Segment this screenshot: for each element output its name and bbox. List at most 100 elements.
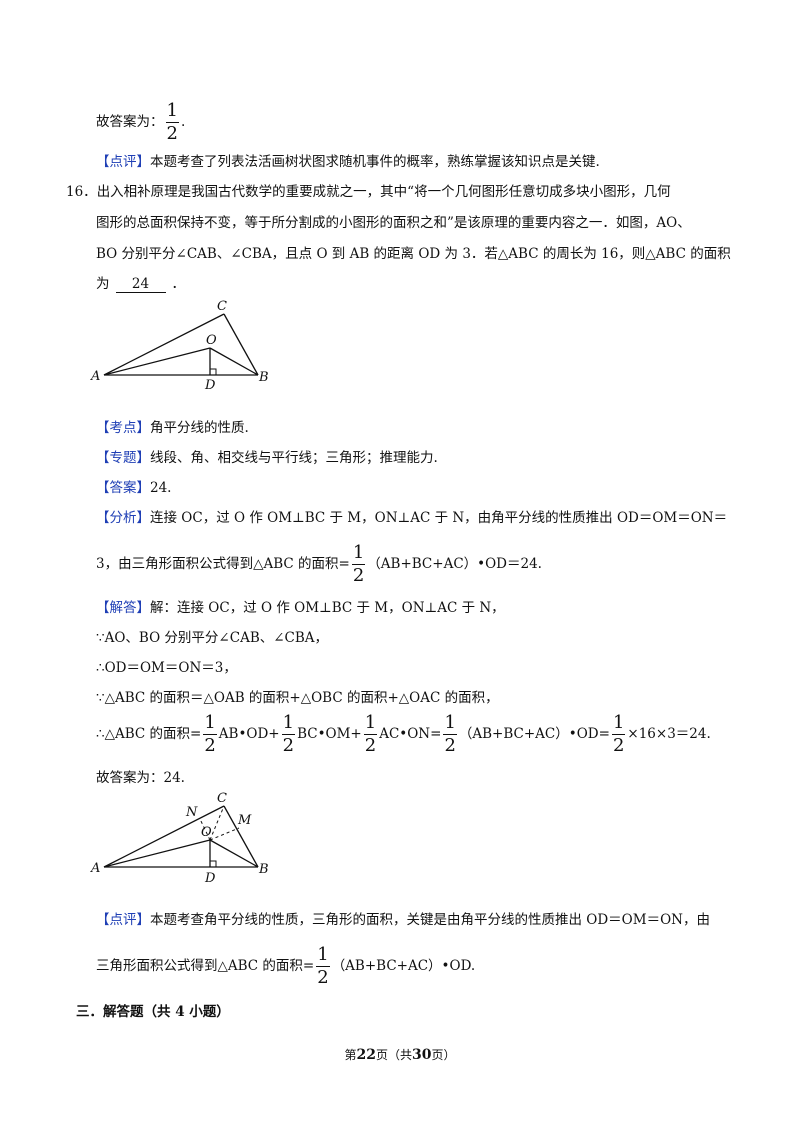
dianping-line-1: 【点评】本题考查角平分线的性质，三角形的面积，关键是由角平分线的性质推出 OD＝… — [96, 908, 710, 928]
jieda-line-3: ∴OD＝OM＝ON＝3， — [96, 660, 237, 676]
footer-text: 页（共 — [375, 1048, 412, 1062]
fraction-num: 1 — [316, 944, 330, 967]
jieda-text: 解：连接 OC，过 O 作 OM⊥BC 于 M，ON⊥AC 于 N， — [150, 600, 505, 616]
segment-oc — [209, 805, 225, 841]
zhuanti-tag: 【专题】 — [96, 450, 150, 466]
fenxi-suffix: （AB+BC+AC）•OD＝24. — [367, 556, 542, 572]
label-a: A — [90, 369, 100, 384]
question-number: 16． — [66, 184, 97, 200]
fraction-den: 2 — [444, 735, 456, 756]
footer-text: 第 — [344, 1048, 357, 1062]
fraction-den: 2 — [364, 735, 377, 756]
jieda-formula-part: ×16×3＝24. — [627, 726, 711, 742]
section-title: 三．解答题（共 4 小题） — [76, 1004, 230, 1020]
fraction-num: 1 — [165, 100, 179, 123]
dianping-prefix: 三角形面积公式得到△ABC 的面积= — [96, 958, 315, 974]
edge-ac — [103, 805, 225, 868]
question-line-1: 16．出入相补原理是我国古代数学的重要成就之一，其中“将一个几何图形任意切成多块… — [66, 180, 671, 200]
label-m: M — [237, 813, 252, 828]
fenxi-line-1: 【分析】连接 OC，过 O 作 OM⊥BC 于 M，ON⊥AC 于 N，由角平分… — [96, 506, 727, 526]
label-b: B — [258, 862, 269, 877]
segment-om — [209, 827, 240, 841]
fenxi-tag: 【分析】 — [96, 510, 150, 526]
right-angle-mark — [210, 368, 217, 375]
label-d: D — [204, 871, 216, 886]
triangle-figure-2: A B C O D N M — [90, 791, 269, 886]
jieda-formula-part: BC•OM+ — [297, 726, 362, 742]
comment-text: 本题考查了列表法活画树状图求随机事件的概率，熟练掌握该知识点是关键. — [150, 154, 600, 170]
bisector-bo — [209, 347, 259, 376]
jieda-formula-part: （AB+BC+AC）•OD= — [458, 726, 610, 742]
fraction-num: 1 — [443, 712, 457, 735]
jieda-line-1: 【解答】解：连接 OC，过 O 作 OM⊥BC 于 M，ON⊥AC 于 N， — [96, 596, 505, 616]
fraction-den: 2 — [352, 565, 365, 586]
segment-on — [199, 818, 211, 841]
fraction-den: 2 — [204, 735, 216, 756]
jieda-formula-part: ∴△ABC 的面积= — [96, 726, 202, 742]
label-a: A — [90, 861, 100, 876]
jieda-line-4: ∵△ABC 的面积＝△OAB 的面积+△OBC 的面积+△OAC 的面积， — [96, 690, 499, 706]
page-total: 30 — [412, 1047, 432, 1063]
fenxi-prefix: 3，由三角形面积公式得到△ABC 的面积= — [96, 556, 350, 572]
question-suffix: ． — [171, 276, 186, 292]
bisector-bo — [209, 839, 259, 868]
question-line-4: 为 24 ． — [96, 272, 185, 293]
kaodian-line: 【考点】角平分线的性质. — [96, 416, 249, 436]
label-c: C — [217, 791, 227, 806]
dianping-text: 本题考查角平分线的性质，三角形的面积，关键是由角平分线的性质推出 OD＝OM＝O… — [150, 912, 710, 928]
zhuanti-text: 线段、角、相交线与平行线；三角形；推理能力. — [150, 450, 438, 466]
jieda-line-2: ∵AO、BO 分别平分∠CAB、∠CBA， — [96, 630, 329, 646]
bisector-ao — [103, 839, 211, 868]
jieda-tag: 【解答】 — [96, 600, 150, 616]
page-footer: 第22页（共30页） — [0, 1046, 800, 1063]
jieda-final: 故答案为：24. — [96, 770, 185, 786]
label-n: N — [185, 805, 198, 820]
footer-text: 页） — [431, 1048, 456, 1062]
label-d: D — [204, 378, 216, 391]
fraction-den: 2 — [317, 967, 329, 988]
dianping-tag: 【点评】 — [96, 912, 150, 928]
daan-tag: 【答案】 — [96, 480, 150, 496]
question-line-2: 图形的总面积保持不变，等于所分割成的小图形的面积之和”是该原理的重要内容之一．如… — [96, 215, 691, 231]
label-b: B — [258, 370, 269, 385]
fraction-den: 2 — [612, 735, 625, 756]
fraction-num: 1 — [611, 712, 626, 735]
edge-bc — [223, 805, 259, 868]
fraction-num: 1 — [351, 542, 366, 565]
fenxi-text: 连接 OC，过 O 作 OM⊥BC 于 M，ON⊥AC 于 N，由角平分线的性质… — [150, 510, 728, 526]
edge-bc — [223, 313, 259, 376]
kaodian-text: 角平分线的性质. — [150, 420, 249, 436]
fraction-den: 2 — [282, 735, 295, 756]
bisector-ao — [103, 347, 211, 376]
question-prefix: 为 — [96, 276, 110, 292]
prev-answer-suffix: . — [180, 114, 186, 130]
zhuanti-line: 【专题】线段、角、相交线与平行线；三角形；推理能力. — [96, 446, 438, 466]
kaodian-tag: 【考点】 — [96, 420, 150, 436]
page-number: 22 — [356, 1047, 376, 1063]
prev-answer-prefix: 故答案为： — [96, 114, 164, 130]
dianping-suffix: （AB+BC+AC）•OD. — [331, 958, 476, 974]
jieda-formula-part: AB•OD+ — [218, 726, 280, 742]
daan-text: 24. — [150, 480, 172, 496]
prev-comment: 【点评】本题考查了列表法活画树状图求随机事件的概率，熟练掌握该知识点是关键. — [96, 150, 600, 170]
answer-blank: 24 — [115, 276, 166, 293]
label-o: O — [206, 333, 217, 348]
fraction-den: 2 — [166, 123, 178, 144]
triangle-figure-1: A B C O D — [90, 299, 269, 391]
question-line-3: BO 分别平分∠CAB、∠CBA，且点 O 到 AB 的距离 OD 为 3．若△… — [96, 246, 731, 262]
comment-tag: 【点评】 — [96, 154, 150, 170]
fraction-num: 1 — [281, 712, 296, 735]
fraction-num: 1 — [203, 712, 217, 735]
